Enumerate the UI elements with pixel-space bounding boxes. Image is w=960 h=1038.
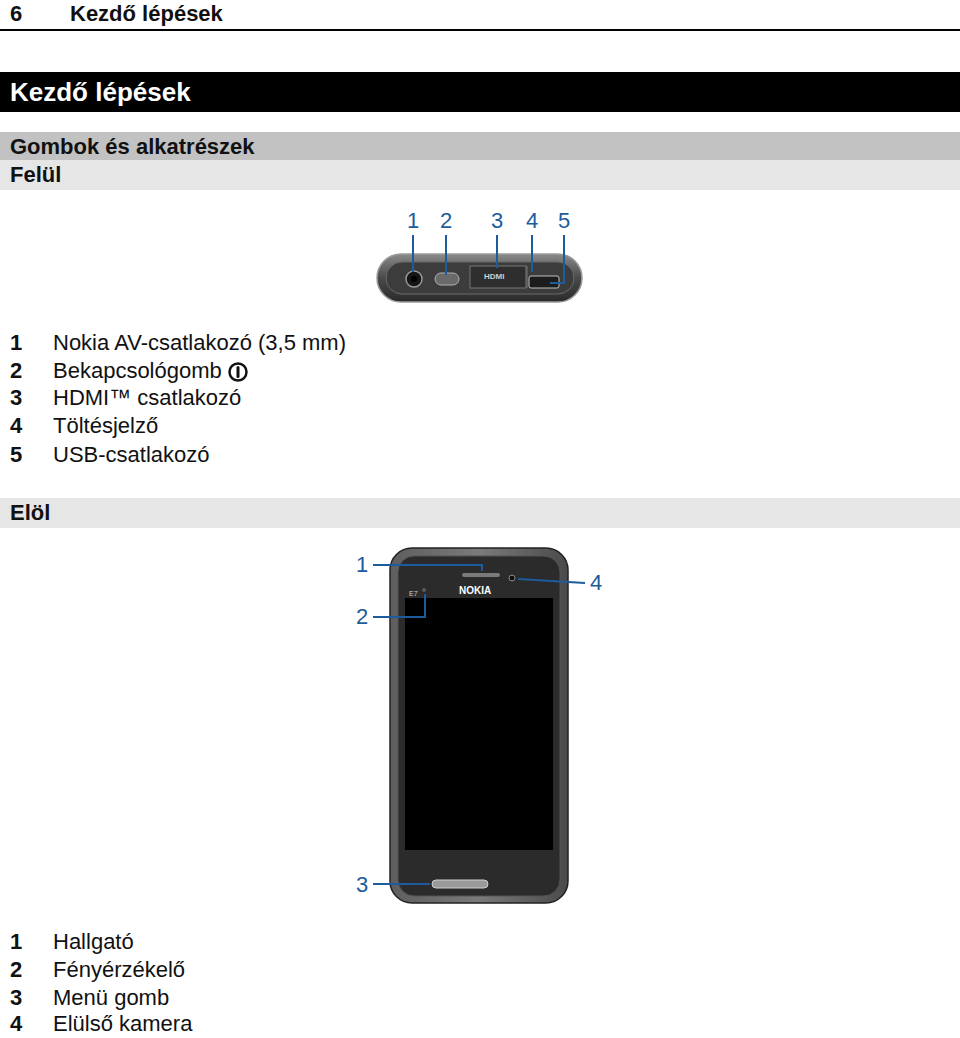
- list-number: 3: [10, 387, 22, 409]
- phone-top-view: [377, 254, 582, 302]
- list-number: 4: [10, 1013, 22, 1035]
- page-number: 6: [10, 3, 22, 25]
- port-marking: HDMI: [484, 273, 504, 281]
- part-name: USB-csatlakozó: [53, 444, 210, 466]
- chapter-band: Kezdő lépések: [0, 72, 960, 112]
- subsection-band: Elöl: [0, 498, 960, 528]
- list-number: 2: [10, 959, 22, 981]
- callout-number: 2: [440, 210, 452, 232]
- subsection-band: Felül: [0, 160, 960, 190]
- list-number: 2: [10, 360, 22, 382]
- callout-number: 5: [558, 210, 570, 232]
- section-band: Gombok és alkatrészek: [0, 132, 960, 162]
- part-name: Bekapcsológomb: [53, 360, 222, 382]
- part-name: Menü gomb: [53, 987, 169, 1009]
- phone-front-view: [390, 548, 568, 903]
- callout-number: 3: [356, 874, 368, 896]
- section-heading: Elöl: [10, 500, 50, 526]
- list-number: 1: [10, 931, 22, 953]
- brand-logo: NOKIA: [459, 586, 491, 596]
- leader-lines-front: [373, 565, 585, 884]
- section-heading: Felül: [10, 162, 61, 188]
- callout-number: 4: [590, 572, 602, 594]
- part-name: Fényérzékelő: [53, 959, 185, 981]
- part-name: HDMI™ csatlakozó: [53, 387, 241, 409]
- list-number: 1: [10, 332, 22, 354]
- part-name: Hallgató: [53, 931, 134, 953]
- callout-number: 1: [407, 210, 419, 232]
- list-number: 5: [10, 444, 22, 466]
- list-number: 3: [10, 987, 22, 1009]
- callout-number: 2: [356, 606, 368, 628]
- callout-number: 3: [491, 210, 503, 232]
- model-marking: E7: [409, 590, 418, 597]
- part-name: Nokia AV-csatlakozó (3,5 mm): [53, 332, 346, 354]
- header-rule: [0, 29, 960, 31]
- power-symbol: [227, 361, 249, 383]
- running-header: Kezdő lépések: [70, 3, 223, 25]
- list-number: 4: [10, 415, 22, 437]
- part-name: Töltésjelző: [53, 415, 158, 437]
- leader-lines-top: [413, 235, 564, 283]
- callout-number: 1: [356, 554, 368, 576]
- section-heading: Gombok és alkatrészek: [10, 134, 255, 160]
- callout-number: 4: [526, 210, 538, 232]
- part-name: Elülső kamera: [53, 1013, 192, 1035]
- section-heading: Kezdő lépések: [10, 77, 191, 108]
